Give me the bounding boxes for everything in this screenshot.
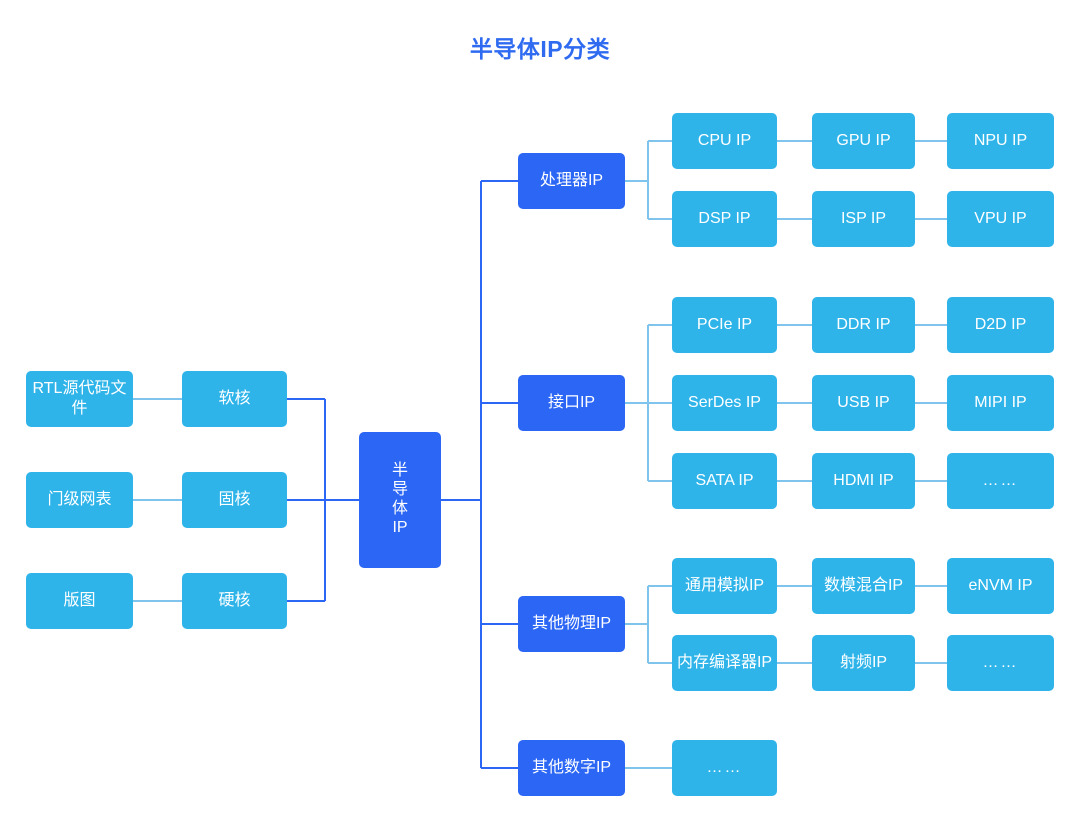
node-dsp-ip[interactable]: DSP IP bbox=[672, 191, 777, 247]
node-interface-ip[interactable]: 接口IP bbox=[518, 375, 625, 431]
node-hard-core[interactable]: 硬核 bbox=[182, 573, 287, 629]
node-physical-more[interactable]: …… bbox=[947, 635, 1054, 691]
node-cpu-ip[interactable]: CPU IP bbox=[672, 113, 777, 169]
node-mixed-signal-ip[interactable]: 数模混合IP bbox=[812, 558, 915, 614]
node-other-physical-ip[interactable]: 其他物理IP bbox=[518, 596, 625, 652]
node-npu-ip[interactable]: NPU IP bbox=[947, 113, 1054, 169]
node-pcie-ip[interactable]: PCIe IP bbox=[672, 297, 777, 353]
node-hdmi-ip[interactable]: HDMI IP bbox=[812, 453, 915, 509]
node-d2d-ip[interactable]: D2D IP bbox=[947, 297, 1054, 353]
node-sata-ip[interactable]: SATA IP bbox=[672, 453, 777, 509]
node-memory-compiler-ip[interactable]: 内存编译器IP bbox=[672, 635, 777, 691]
node-processor-ip[interactable]: 处理器IP bbox=[518, 153, 625, 209]
node-rf-ip[interactable]: 射频IP bbox=[812, 635, 915, 691]
root-char-4: IP bbox=[392, 518, 408, 536]
node-rtl-source-files[interactable]: RTL源代码文件 bbox=[26, 371, 133, 427]
node-mipi-ip[interactable]: MIPI IP bbox=[947, 375, 1054, 431]
node-ddr-ip[interactable]: DDR IP bbox=[812, 297, 915, 353]
node-semiconductor-ip-root[interactable]: 半 导 体 IP bbox=[359, 432, 441, 568]
node-digital-more[interactable]: …… bbox=[672, 740, 777, 796]
node-vpu-ip[interactable]: VPU IP bbox=[947, 191, 1054, 247]
root-char-3: 体 bbox=[391, 500, 408, 517]
node-envm-ip[interactable]: eNVM IP bbox=[947, 558, 1054, 614]
node-interface-more[interactable]: …… bbox=[947, 453, 1054, 509]
root-char-2: 导 bbox=[391, 481, 408, 499]
node-firm-core[interactable]: 固核 bbox=[182, 472, 287, 528]
node-isp-ip[interactable]: ISP IP bbox=[812, 191, 915, 247]
node-other-digital-ip[interactable]: 其他数字IP bbox=[518, 740, 625, 796]
node-soft-core[interactable]: 软核 bbox=[182, 371, 287, 427]
node-layout[interactable]: 版图 bbox=[26, 573, 133, 629]
node-usb-ip[interactable]: USB IP bbox=[812, 375, 915, 431]
node-gpu-ip[interactable]: GPU IP bbox=[812, 113, 915, 169]
node-general-analog-ip[interactable]: 通用模拟IP bbox=[672, 558, 777, 614]
node-serdes-ip[interactable]: SerDes IP bbox=[672, 375, 777, 431]
root-char-1: 半 bbox=[391, 462, 408, 480]
page-title: 半导体IP分类 bbox=[469, 36, 611, 62]
node-gate-level-netlist[interactable]: 门级网表 bbox=[26, 472, 133, 528]
